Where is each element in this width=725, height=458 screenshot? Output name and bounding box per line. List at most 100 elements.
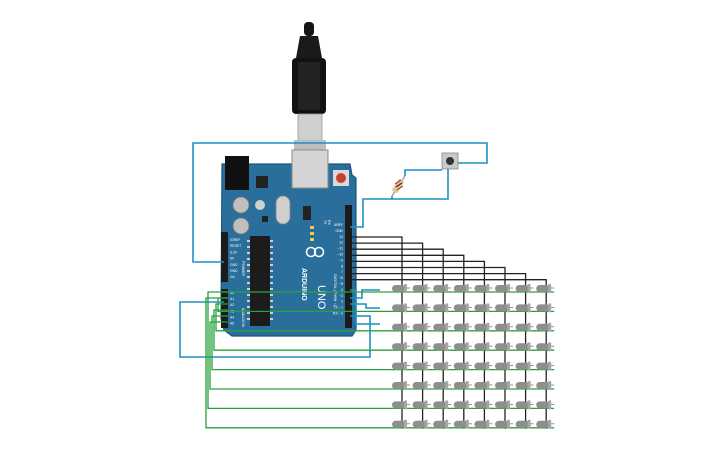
led-icon[interactable]	[392, 322, 410, 332]
led-icon[interactable]	[453, 419, 472, 429]
led-icon[interactable]	[515, 419, 534, 429]
led-icon[interactable]	[536, 419, 555, 429]
led-icon[interactable]	[392, 303, 410, 313]
digital-pin-label-1: GND	[335, 229, 343, 233]
analog-pin-label-4: A4	[230, 315, 234, 319]
led-icon[interactable]	[433, 361, 452, 371]
led-icon[interactable]	[515, 322, 534, 332]
led-icon[interactable]	[453, 342, 472, 352]
analog-header-label: ANALOG IN	[241, 308, 245, 328]
column-wire	[352, 254, 465, 429]
led-icon[interactable]	[412, 342, 431, 352]
led-icon[interactable]	[453, 361, 472, 371]
led-icon[interactable]	[392, 361, 410, 371]
blue-wires	[179, 142, 488, 358]
led-icon[interactable]	[474, 381, 493, 390]
column-wire	[352, 279, 547, 429]
led-icon[interactable]	[453, 381, 472, 390]
led-icon[interactable]	[536, 322, 555, 332]
analog-pin-label-5: A5	[230, 322, 234, 326]
led-icon[interactable]	[433, 381, 452, 390]
led-icon[interactable]	[433, 419, 452, 429]
digital-pin-label-14: TX→1	[333, 306, 343, 310]
led-icon[interactable]	[433, 284, 452, 293]
led-icon[interactable]	[412, 419, 431, 429]
led-icon[interactable]	[412, 381, 431, 390]
led-icon[interactable]	[474, 303, 493, 313]
led-icon[interactable]	[433, 322, 452, 332]
led-icon[interactable]	[515, 284, 534, 293]
led-icon[interactable]	[474, 400, 493, 410]
digital-header-label: DIGITAL (PWM ~)	[333, 274, 338, 307]
led-icon[interactable]	[515, 400, 534, 410]
led-icon[interactable]	[412, 322, 431, 332]
digital-header[interactable]	[345, 205, 352, 328]
led-icon[interactable]	[433, 303, 452, 313]
column-wire	[352, 272, 527, 429]
led-icon[interactable]	[536, 361, 555, 371]
pushbutton-icon[interactable]	[441, 152, 459, 170]
usb-cable-icon	[292, 22, 326, 150]
digital-pin-label-3: 12	[339, 241, 343, 245]
led-icon[interactable]	[392, 400, 410, 410]
led-icon[interactable]	[412, 303, 431, 313]
power-pin-label-6: Vin	[230, 275, 235, 279]
led-icon[interactable]	[495, 361, 513, 371]
led-icon[interactable]	[392, 342, 410, 352]
column-wire	[352, 266, 506, 429]
led-icon[interactable]	[515, 381, 534, 390]
led-icon[interactable]	[495, 322, 513, 332]
arduino-uno-board[interactable]: ARDUINO UNO DIGITAL (PWM ~) TX RX POWER …	[220, 149, 357, 337]
digital-pin-label-2: 13	[339, 235, 343, 239]
digital-pin-label-15: RX←0	[333, 312, 343, 316]
led-icon[interactable]	[536, 342, 555, 352]
led-icon[interactable]	[392, 419, 410, 429]
led-icon[interactable]	[515, 342, 534, 352]
resistor-icon[interactable]	[391, 175, 406, 197]
led-icon[interactable]	[412, 361, 431, 371]
led-icon[interactable]	[495, 303, 513, 313]
analog-header[interactable]	[221, 289, 228, 328]
led-icon[interactable]	[495, 400, 513, 410]
power-pin-label-1: RESET	[230, 244, 241, 248]
led-icon[interactable]	[495, 342, 513, 352]
arduino-logo	[305, 246, 325, 258]
digital-pin-label-11: 4	[341, 288, 343, 292]
tx-label: TX	[323, 220, 327, 225]
led-icon[interactable]	[536, 303, 555, 313]
led-icon[interactable]	[474, 419, 493, 429]
column-wire	[352, 260, 486, 429]
led-icon[interactable]	[515, 361, 534, 371]
power-pin-label-4: GND	[230, 263, 238, 267]
led-icon[interactable]	[536, 381, 555, 390]
power-header-label: POWER	[241, 261, 246, 276]
digital-pin-label-9: ~6	[339, 276, 343, 280]
led-icon[interactable]	[474, 361, 493, 371]
led-icon[interactable]	[536, 284, 555, 293]
led-icon[interactable]	[515, 303, 534, 313]
led-icon[interactable]	[392, 284, 410, 293]
reset-button[interactable]	[336, 173, 346, 183]
power-header[interactable]	[221, 232, 228, 282]
led-icon[interactable]	[412, 284, 431, 293]
digital-pin-label-6: ~9	[339, 258, 343, 262]
led-icon[interactable]	[495, 419, 513, 429]
led-icon[interactable]	[453, 284, 472, 293]
microcontroller-chip	[250, 236, 270, 326]
led-icon[interactable]	[495, 284, 513, 293]
led-icon[interactable]	[474, 342, 493, 352]
led-icon[interactable]	[412, 400, 431, 410]
led-icon[interactable]	[474, 322, 493, 332]
led-icon[interactable]	[392, 381, 410, 390]
led-icon[interactable]	[433, 400, 452, 410]
led-icon[interactable]	[474, 284, 493, 293]
led-icon[interactable]	[495, 381, 513, 390]
led-icon[interactable]	[536, 400, 555, 410]
led-icon[interactable]	[453, 322, 472, 332]
digital-pin-label-7: 8	[341, 264, 343, 268]
led-icon[interactable]	[453, 303, 472, 313]
digital-pin-label-13: 2	[341, 300, 343, 304]
led-icon[interactable]	[453, 400, 472, 410]
power-pin-label-5: GND	[230, 269, 238, 273]
led-icon[interactable]	[433, 342, 452, 352]
